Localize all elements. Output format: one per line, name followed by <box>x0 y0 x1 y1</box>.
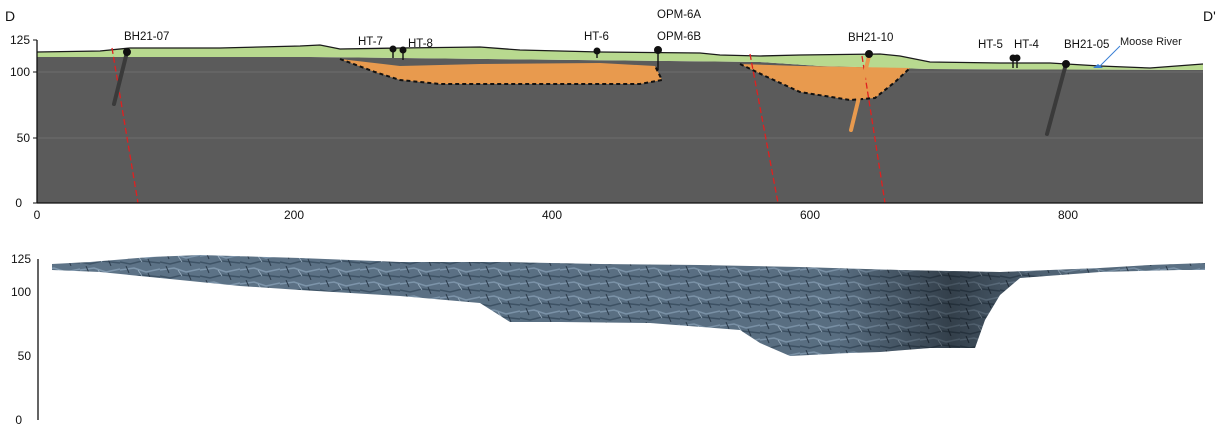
elevation-tick-0: 0 <box>15 196 22 210</box>
channel-base-west <box>339 58 664 85</box>
distance-tick-800: 800 <box>1058 208 1078 222</box>
borehole-label-ht-7: HT-7 <box>358 36 383 48</box>
borehole-label-ht-5: HT-5 <box>978 39 1003 51</box>
model-elevation-tick-50: 50 <box>18 349 32 363</box>
borehole-label-ht-6: HT-6 <box>584 31 609 43</box>
borehole-collars <box>123 45 1070 70</box>
infill-channel-east <box>740 64 910 100</box>
model-elevation-tick-125: 125 <box>11 252 31 266</box>
section-panel: Moose River 125 100 50 0 0 200 400 600 8… <box>5 8 1216 222</box>
elevation-tick-50: 50 <box>17 131 31 145</box>
elevation-ticks <box>33 39 37 204</box>
model-elevation-tick-100: 100 <box>11 285 31 299</box>
elevation-tick-125: 125 <box>10 33 30 47</box>
section-start-label: D <box>5 8 15 24</box>
borehole-label-opm-6b: OPM-6B <box>657 31 701 43</box>
section-end-label: D' <box>1203 8 1216 24</box>
bedrock-unit <box>37 57 1203 203</box>
elevation-tick-100: 100 <box>10 65 30 79</box>
river-leader <box>1099 45 1121 67</box>
distance-tick-600: 600 <box>800 208 820 222</box>
faults <box>111 47 886 204</box>
infill-channel-west <box>340 59 662 84</box>
distance-tick-400: 400 <box>542 208 562 222</box>
borehole-label-bh21-05: BH21-05 <box>1064 39 1109 51</box>
distance-tick-200: 200 <box>284 208 304 222</box>
borehole-label-bh21-10: BH21-10 <box>848 32 893 44</box>
river-marker <box>1093 64 1103 68</box>
river-label: Moose River <box>1120 36 1182 48</box>
borehole-label-ht-4: HT-4 <box>1014 39 1040 51</box>
borehole-label-opm-6a: OPM-6A <box>657 9 701 21</box>
overburden-unit <box>37 45 1203 70</box>
model-rock-shading <box>52 255 1205 356</box>
borehole-label-ht-8: HT-8 <box>408 38 433 50</box>
borehole-traces <box>112 50 1068 136</box>
model-elevation-tick-0: 0 <box>15 413 22 427</box>
borehole-label-bh21-07: BH21-07 <box>124 31 169 43</box>
model-panel: 125 100 50 0 <box>11 252 1205 427</box>
distance-tick-0: 0 <box>34 208 41 222</box>
